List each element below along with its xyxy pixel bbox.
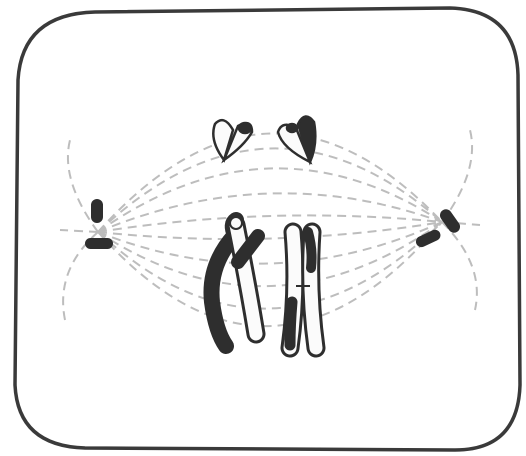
chromatid-band (287, 124, 297, 132)
chromatid-band (239, 123, 251, 133)
centriole (85, 238, 113, 249)
cell-membrane (15, 8, 520, 450)
chromatid-band (308, 232, 312, 268)
centriole (91, 199, 103, 223)
chromatid-band (290, 302, 292, 345)
chromatid-band (230, 217, 242, 229)
